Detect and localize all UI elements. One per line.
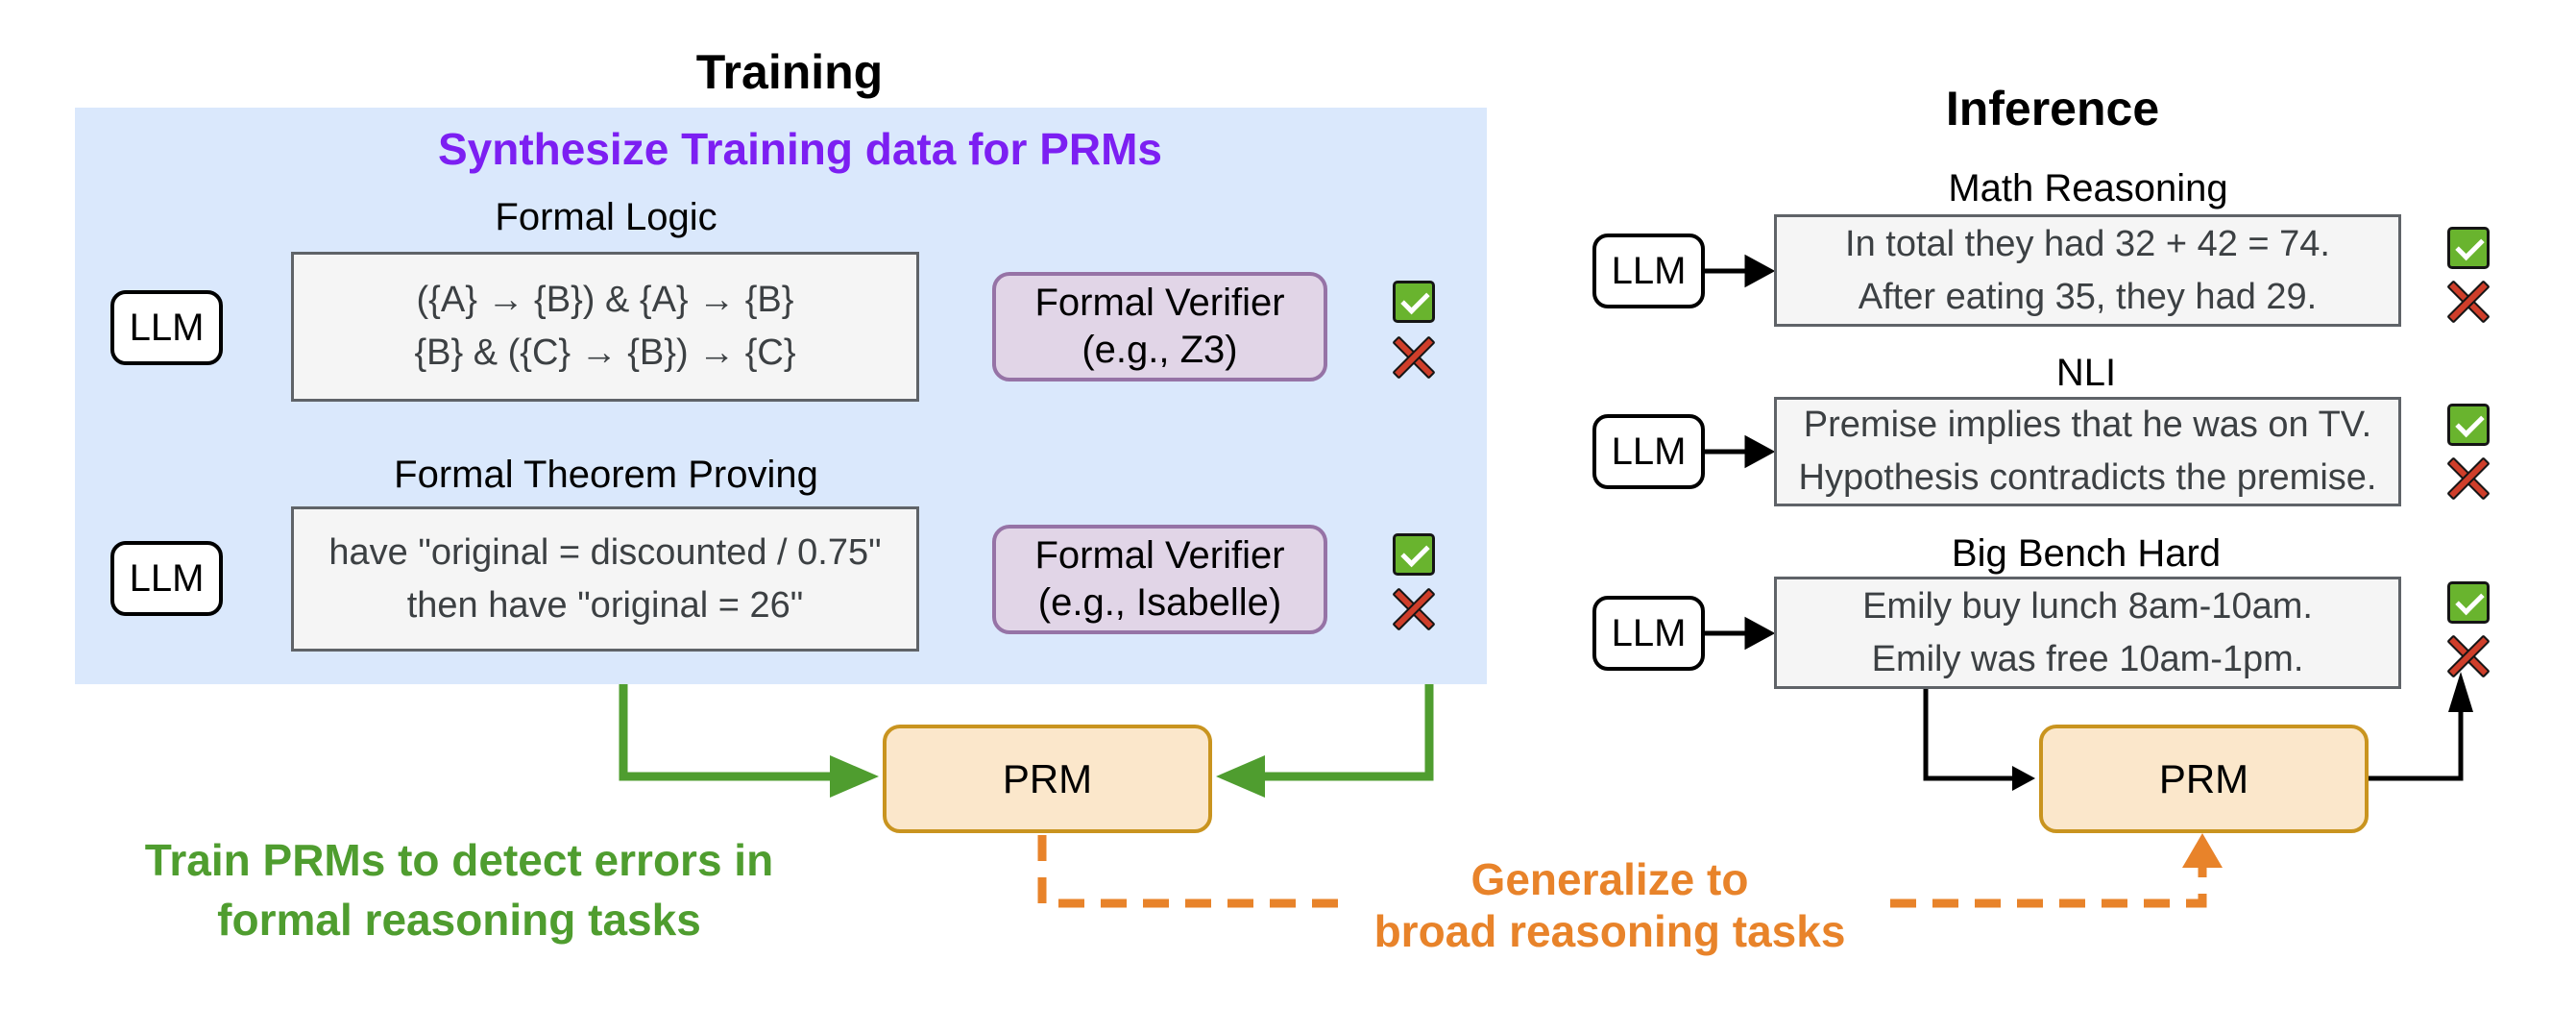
- theorem-line-2: then have "original = 26": [406, 584, 804, 626]
- dashed-to-inference-prm: [1890, 866, 2207, 908]
- wire-panel-left-to-prm: [619, 684, 830, 781]
- llm-box-nli: LLM: [1592, 414, 1705, 489]
- formal-verifier-isabelle-box: Formal Verifier (e.g., Isabelle): [992, 525, 1327, 634]
- llm-box-math: LLM: [1592, 234, 1705, 308]
- dashed-from-trained-prm: [1037, 835, 1349, 908]
- theorem-proving-output-box: have "original = discounted / 0.75" then…: [291, 506, 919, 652]
- prm-box-inference: PRM: [2039, 725, 2369, 833]
- llm-label: LLM: [129, 556, 205, 600]
- formal-verifier-z3-box: Formal Verifier (e.g., Z3): [992, 272, 1327, 381]
- prm-label: PRM: [2158, 755, 2249, 801]
- cross-icon: [2446, 456, 2491, 501]
- llm-label: LLM: [1611, 611, 1687, 654]
- llm-box-bbh: LLM: [1592, 596, 1705, 671]
- prm-box-training: PRM: [883, 725, 1212, 833]
- bbh-line-2: Emily was free 10am-1pm.: [1871, 638, 2304, 679]
- nli-label: NLI: [2055, 352, 2117, 394]
- check-icon: [2447, 227, 2490, 269]
- cross-icon: [1392, 587, 1436, 631]
- wire-prm-to-output: [2369, 712, 2464, 781]
- training-caption-line-2: formal reasoning tasks: [217, 895, 701, 945]
- wire-bbh-to-prm: [1923, 689, 2012, 781]
- wire-panel-right-to-prm: [1265, 684, 1434, 781]
- up-arrowhead: [2448, 672, 2473, 712]
- check-icon: [2447, 581, 2490, 624]
- nli-line-1: Premise implies that he was on TV.: [1803, 405, 2372, 445]
- formal-logic-line-2: {B} & ({C} → {B}) → {C}: [414, 332, 796, 373]
- check-icon: [1393, 533, 1435, 576]
- formal-logic-line-1: ({A} → {B}) & {A} → {B}: [416, 280, 794, 320]
- inference-caption-line-1: Generalize to: [1470, 854, 1749, 904]
- llm-label: LLM: [129, 306, 205, 349]
- math-reasoning-box: In total they had 32 + 42 = 74. After ea…: [1774, 214, 2401, 327]
- inference-section-title: Inference: [1945, 82, 2160, 135]
- inference-caption-line-2: broad reasoning tasks: [1373, 906, 1846, 956]
- orange-up-arrowhead: [2182, 833, 2223, 868]
- verifier-name: Formal Verifier: [1034, 534, 1285, 577]
- llm-label: LLM: [1611, 430, 1687, 473]
- llm-box-formal-logic: LLM: [110, 290, 223, 365]
- training-caption: Train PRMs to detect errors in formal re…: [145, 830, 773, 949]
- big-bench-hard-label: Big Bench Hard: [1951, 532, 2222, 575]
- cross-icon: [1392, 335, 1436, 380]
- math-line-1: In total they had 32 + 42 = 74.: [1845, 223, 2330, 264]
- cross-icon: [2446, 634, 2491, 678]
- llm-box-theorem-proving: LLM: [110, 541, 223, 616]
- training-section-title: Training: [695, 45, 884, 99]
- nli-box: Premise implies that he was on TV. Hypot…: [1774, 397, 2401, 506]
- inference-caption: Generalize to broad reasoning tasks: [1374, 853, 1846, 957]
- training-caption-line-1: Train PRMs to detect errors in: [144, 835, 774, 885]
- formal-logic-output-box: ({A} → {B}) & {A} → {B} {B} & ({C} → {B}…: [291, 252, 919, 402]
- verifier-name: Formal Verifier: [1034, 282, 1285, 324]
- math-reasoning-label: Math Reasoning: [1948, 167, 2228, 209]
- verifier-example: (e.g., Z3): [1081, 329, 1238, 371]
- bbh-line-1: Emily buy lunch 8am-10am.: [1862, 585, 2313, 627]
- check-icon: [2447, 404, 2490, 446]
- synthesize-panel-heading: Synthesize Training data for PRMs: [437, 124, 1163, 174]
- llm-label: LLM: [1611, 249, 1687, 292]
- big-bench-hard-box: Emily buy lunch 8am-10am. Emily was free…: [1774, 577, 2401, 689]
- check-icon: [1393, 281, 1435, 323]
- verifier-example: (e.g., Isabelle): [1037, 581, 1282, 624]
- theorem-line-1: have "original = discounted / 0.75": [328, 531, 882, 573]
- inference-row-arrows: [1705, 254, 1776, 651]
- formal-logic-label: Formal Logic: [495, 196, 717, 238]
- nli-line-2: Hypothesis contradicts the premise.: [1798, 457, 2377, 498]
- math-line-2: After eating 35, they had 29.: [1858, 276, 2318, 317]
- prm-label: PRM: [1002, 755, 1093, 801]
- formal-theorem-proving-label: Formal Theorem Proving: [394, 454, 818, 496]
- cross-icon: [2446, 280, 2491, 324]
